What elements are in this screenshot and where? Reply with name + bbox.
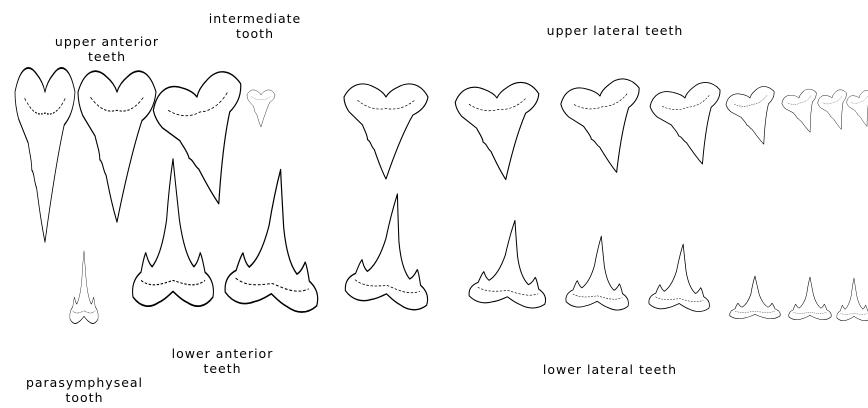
lower-lateral-tooth-5	[730, 276, 781, 319]
upper-lateral-tooth-6	[780, 87, 827, 138]
upper-anterior-tooth-1	[15, 68, 75, 242]
upper-lateral-tooth-8	[845, 89, 868, 131]
intermediate-tooth	[247, 90, 275, 127]
upper-lateral-tooth-2	[454, 81, 548, 184]
upper-lateral-tooth-1	[344, 84, 428, 179]
lower-lateral-tooth-3	[565, 234, 632, 311]
upper-lateral-tooth-4	[647, 79, 737, 172]
lower-lateral-tooth-6	[789, 277, 831, 320]
lower-anterior-tooth-1	[133, 159, 214, 306]
upper-anterior-tooth-3	[150, 67, 263, 217]
lower-lateral-tooth-1	[344, 187, 438, 313]
upper-lateral-tooth-3	[558, 76, 656, 181]
lower-lateral-tooth-2	[468, 216, 553, 309]
parasymphyseal-tooth	[70, 251, 98, 324]
lower-lateral-tooth-4	[648, 242, 713, 312]
upper-anterior-tooth-2	[78, 71, 156, 222]
upper-lateral-tooth-7	[816, 88, 855, 135]
upper-lateral-tooth-5	[724, 84, 788, 151]
lower-anterior-tooth-2	[224, 163, 327, 315]
lower-lateral-tooth-7	[837, 278, 868, 321]
